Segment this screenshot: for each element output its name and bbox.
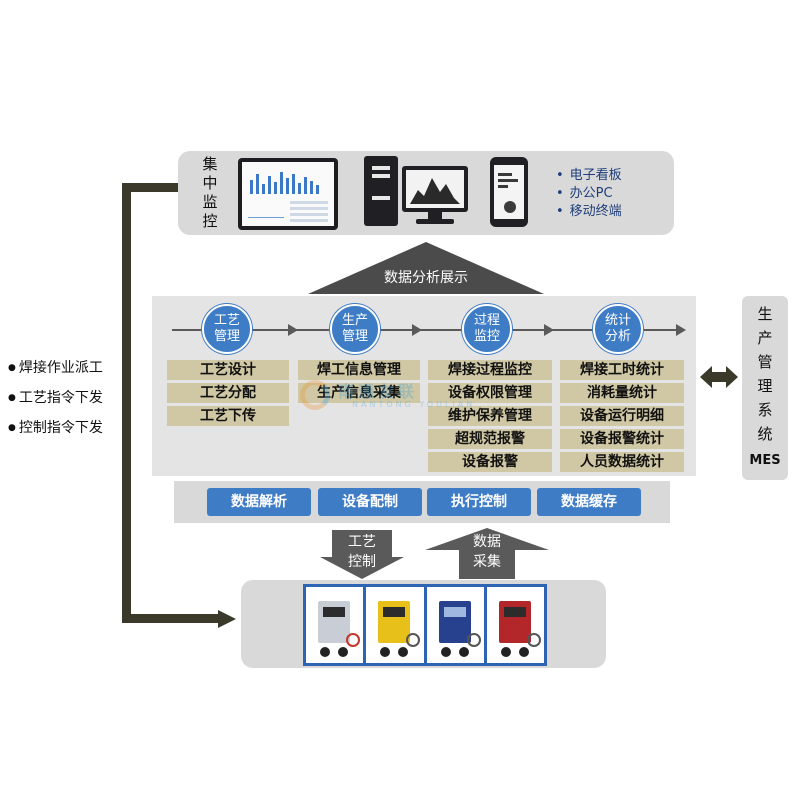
monitoring-title: 集中监控 (202, 155, 218, 230)
welding-machine-icon (426, 587, 484, 663)
arrow-right-icon (412, 324, 422, 336)
welding-machines (303, 584, 547, 666)
module-item: 工艺下传 (167, 406, 289, 426)
desktop-pc-icon (364, 156, 398, 226)
module-item: 消耗量统计 (560, 383, 684, 403)
data-display-roof (308, 242, 544, 294)
feedback-line-bottom (122, 614, 220, 623)
device-item: 移动终端 (556, 203, 622, 221)
data-display-label: 数据分析展示 (384, 270, 468, 286)
module-item: 焊接过程监控 (428, 360, 552, 380)
module-item: 设备报警 (428, 452, 552, 472)
device-config-box: 设备配制 (318, 488, 422, 516)
process-control-label: 工艺控制 (348, 534, 376, 570)
arrow-right-icon (288, 324, 298, 336)
module-item: 工艺设计 (167, 360, 289, 380)
module-item: 设备运行明细 (560, 406, 684, 426)
company-watermark: 南通友联 NANTONG YOULIAN (300, 378, 490, 418)
module-item: 超规范报警 (428, 429, 552, 449)
mobile-phone-icon (490, 157, 528, 227)
pc-monitor-icon (402, 166, 468, 212)
module-item: 维护保养管理 (428, 406, 552, 426)
mes-system-box (742, 296, 788, 480)
feedback-line-vertical (122, 183, 131, 623)
double-arrow-icon (700, 366, 712, 388)
watermark-name: 南通友联 (338, 382, 419, 401)
module-item: 人员数据统计 (560, 452, 684, 472)
module-item: 焊接工时统计 (560, 360, 684, 380)
device-item: 电子看板 (556, 167, 622, 185)
dispatch-item: 焊接作业派工 (8, 353, 103, 383)
dispatch-list: 焊接作业派工 工艺指令下发 控制指令下发 (8, 353, 103, 443)
device-list: 电子看板 办公PC 移动终端 (556, 167, 622, 221)
module-statistics: 统计分析 (593, 304, 643, 354)
welding-machine-icon (366, 587, 424, 663)
process-management-items: 工艺设计 工艺分配 工艺下传 (167, 360, 289, 429)
device-item: 办公PC (556, 185, 622, 203)
module-item: 焊工信息管理 (298, 360, 420, 380)
company-logo-icon (300, 380, 330, 410)
watermark-sub: NANTONG YOULIAN (352, 400, 476, 409)
data-collection-label: 数据采集 (473, 534, 501, 570)
dashboard-screen-icon (238, 158, 338, 230)
arrow-right-icon (218, 610, 236, 628)
data-cache-box: 数据缓存 (537, 488, 641, 516)
module-item: 工艺分配 (167, 383, 289, 403)
process-timeline (172, 329, 676, 331)
dispatch-item: 控制指令下发 (8, 413, 103, 443)
execution-control-box: 执行控制 (427, 488, 531, 516)
arrow-right-icon (676, 324, 686, 336)
welding-machine-icon (306, 587, 364, 663)
data-parsing-box: 数据解析 (207, 488, 311, 516)
mes-label: MES (749, 453, 781, 468)
module-process-management: 工艺管理 (202, 304, 252, 354)
area-chart-icon (410, 178, 460, 204)
module-item: 设备权限管理 (428, 383, 552, 403)
module-production-management: 生产管理 (330, 304, 380, 354)
feedback-line-top (122, 183, 180, 192)
module-process-monitoring: 过程监控 (462, 304, 512, 354)
statistics-items: 焊接工时统计 消耗量统计 设备运行明细 设备报警统计 人员数据统计 (560, 360, 684, 475)
welding-machine-icon (486, 587, 544, 663)
arrow-right-icon (544, 324, 554, 336)
module-item: 设备报警统计 (560, 429, 684, 449)
process-monitoring-items: 焊接过程监控 设备权限管理 维护保养管理 超规范报警 设备报警 (428, 360, 552, 475)
dispatch-item: 工艺指令下发 (8, 383, 103, 413)
mes-system-name: 生产管理系统 (757, 305, 773, 443)
